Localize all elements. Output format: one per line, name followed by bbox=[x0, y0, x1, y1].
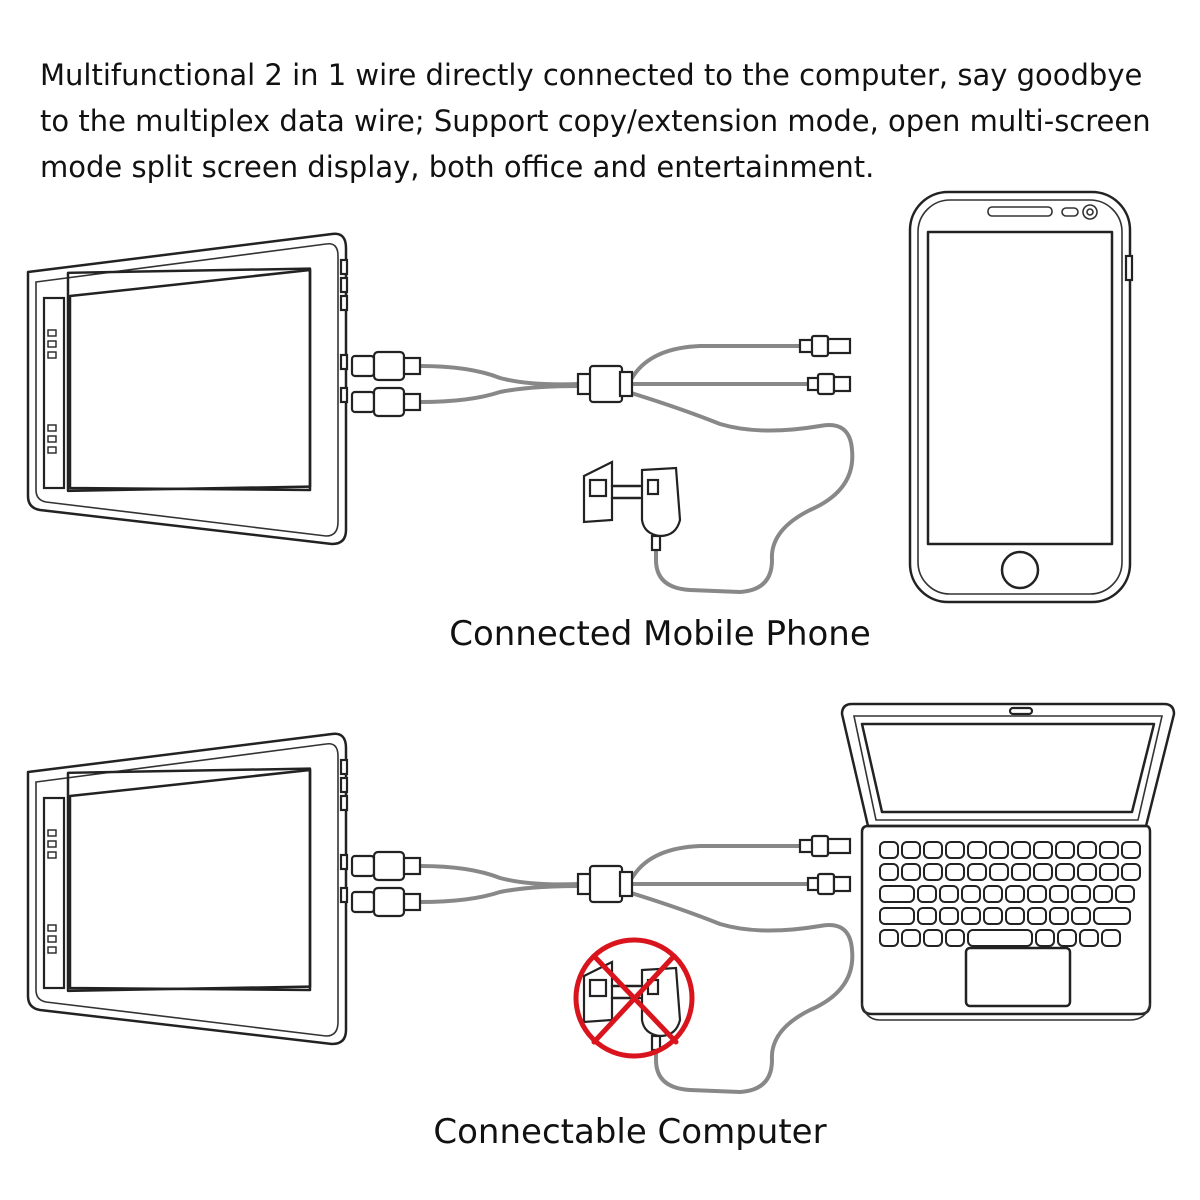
keyboard-key bbox=[879, 907, 915, 925]
intro-line-1: Multifunctional 2 in 1 wire directly con… bbox=[40, 58, 1143, 92]
caption-computer: Connectable Computer bbox=[433, 1112, 827, 1152]
keyboard-key bbox=[1027, 907, 1047, 925]
laptop-keyboard bbox=[879, 841, 1141, 947]
keyboard-key bbox=[1055, 863, 1075, 881]
keyboard-key bbox=[923, 841, 943, 859]
keyboard-key bbox=[879, 885, 915, 903]
keyboard-key bbox=[1027, 885, 1047, 903]
portable-monitor-icon bbox=[26, 232, 349, 546]
keyboard-key bbox=[901, 929, 921, 947]
intro-line-3: mode split screen display, both office a… bbox=[40, 150, 875, 184]
keyboard-key bbox=[901, 841, 921, 859]
keyboard-key bbox=[939, 907, 959, 925]
caption-mobile-phone: Connected Mobile Phone bbox=[449, 614, 871, 654]
laptop-icon bbox=[840, 702, 1176, 1021]
keyboard-key bbox=[1005, 885, 1025, 903]
y-cable-icon bbox=[350, 334, 855, 594]
prohibited-icon bbox=[573, 937, 695, 1059]
keyboard-key bbox=[1055, 841, 1075, 859]
keyboard-key bbox=[1033, 841, 1053, 859]
keyboard-key bbox=[917, 907, 937, 925]
smartphone-icon bbox=[908, 190, 1134, 604]
keyboard-key bbox=[1115, 885, 1135, 903]
panel-2-diagram bbox=[26, 732, 855, 1094]
keyboard-key bbox=[879, 929, 899, 947]
keyboard-key bbox=[1033, 863, 1053, 881]
keyboard-key bbox=[1101, 929, 1121, 947]
keyboard-key bbox=[1071, 907, 1091, 925]
keyboard-key bbox=[945, 863, 965, 881]
keyboard-key bbox=[1077, 841, 1097, 859]
keyboard-key bbox=[1077, 863, 1097, 881]
keyboard-key bbox=[983, 885, 1003, 903]
keyboard-key bbox=[879, 841, 899, 859]
portable-monitor-icon bbox=[26, 732, 349, 1046]
keyboard-key bbox=[1099, 841, 1119, 859]
keyboard-key bbox=[945, 929, 965, 947]
keyboard-key bbox=[967, 841, 987, 859]
keyboard-key bbox=[923, 929, 943, 947]
intro-line-2: to the multiplex data wire; Support copy… bbox=[40, 104, 1151, 138]
keyboard-key bbox=[945, 841, 965, 859]
keyboard-key bbox=[961, 885, 981, 903]
keyboard-key bbox=[1011, 863, 1031, 881]
keyboard-key bbox=[961, 907, 981, 925]
keyboard-key bbox=[1121, 863, 1141, 881]
keyboard-key bbox=[939, 885, 959, 903]
keyboard-key bbox=[917, 885, 937, 903]
keyboard-key bbox=[967, 929, 1033, 947]
intro-text: Multifunctional 2 in 1 wire directly con… bbox=[40, 52, 1160, 190]
keyboard-key bbox=[1005, 907, 1025, 925]
keyboard-key bbox=[989, 863, 1009, 881]
keyboard-key bbox=[923, 863, 943, 881]
keyboard-key bbox=[1035, 929, 1055, 947]
keyboard-key bbox=[1079, 929, 1099, 947]
keyboard-key bbox=[879, 863, 899, 881]
keyboard-key bbox=[1049, 885, 1069, 903]
keyboard-key bbox=[1071, 885, 1091, 903]
keyboard-key bbox=[1121, 841, 1141, 859]
keyboard-key bbox=[967, 863, 987, 881]
panel-1-diagram bbox=[26, 190, 1134, 604]
keyboard-key bbox=[1011, 841, 1031, 859]
keyboard-key bbox=[901, 863, 921, 881]
keyboard-key bbox=[1099, 863, 1119, 881]
keyboard-key bbox=[1057, 929, 1077, 947]
keyboard-key bbox=[983, 907, 1003, 925]
keyboard-key bbox=[1093, 907, 1131, 925]
keyboard-key bbox=[1049, 907, 1069, 925]
keyboard-key bbox=[989, 841, 1009, 859]
keyboard-key bbox=[1093, 885, 1113, 903]
power-adapter-icon bbox=[582, 460, 682, 552]
